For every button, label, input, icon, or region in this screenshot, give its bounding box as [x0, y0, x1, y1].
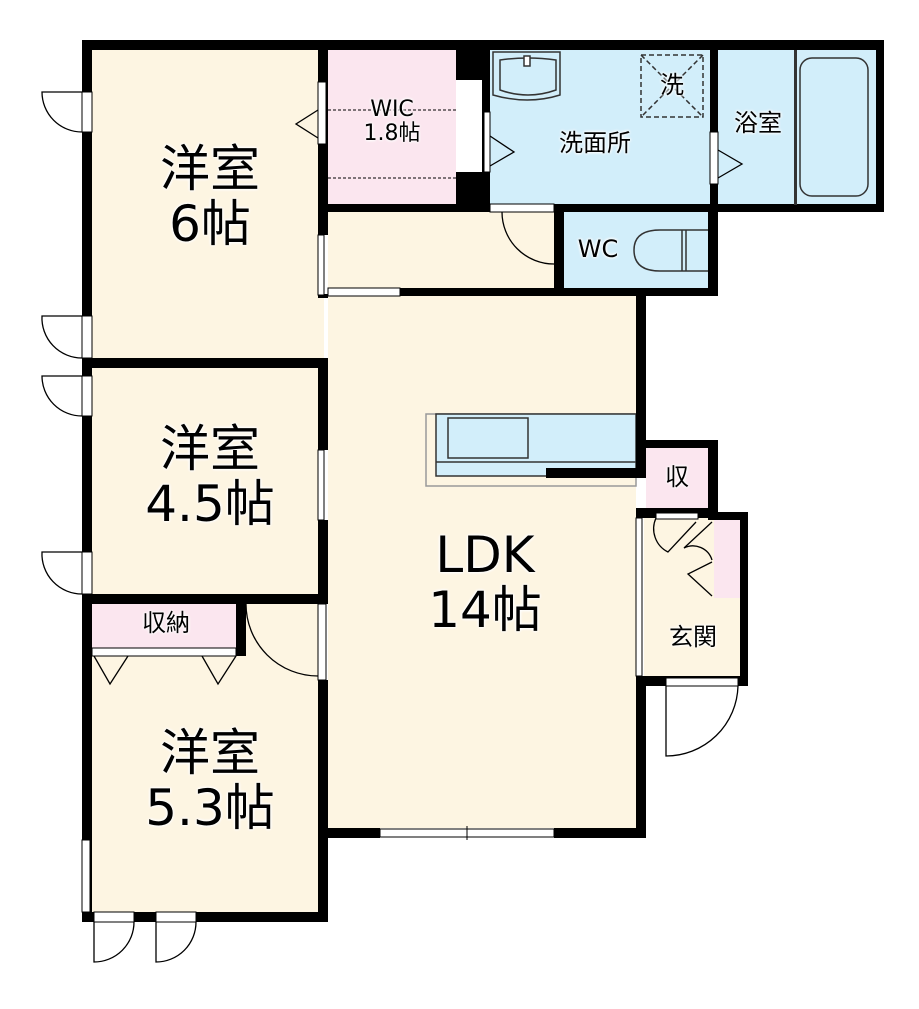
- room-6-window-2: [81, 315, 93, 359]
- room-5-3-window: [81, 839, 91, 913]
- door-arrow-icon: [717, 149, 744, 179]
- door-swing-icon: [501, 211, 555, 265]
- room-name: LDK: [435, 526, 535, 584]
- floor-storage-closet: [92, 604, 236, 648]
- room-label-wic: WIC 1.8帖: [346, 97, 438, 147]
- room-name: 玄関: [669, 623, 717, 651]
- window-swing-icon: [93, 921, 135, 963]
- wic-door-opening: [317, 81, 327, 145]
- room-4-5-window-1: [81, 375, 93, 417]
- front-door-opening: [665, 677, 739, 687]
- room-label-western-room-4-5: 洋室 4.5帖: [120, 422, 300, 532]
- small-storage-door: [655, 512, 699, 520]
- room-size: 5.3帖: [145, 779, 275, 837]
- room-6-sliding-door: [317, 234, 325, 296]
- floor-western-room-4-5: [92, 368, 318, 594]
- room-size: 14帖: [428, 581, 542, 639]
- room-name: 洋室: [160, 724, 260, 782]
- room-name: 洗面所: [559, 129, 631, 157]
- room-size: 6帖: [169, 195, 251, 253]
- room-label-small-storage: 収: [652, 463, 702, 491]
- wc-hall-door: [489, 203, 555, 213]
- toilet-icon: [633, 229, 708, 272]
- washer-space-icon: [640, 54, 704, 118]
- window-swing-icon: [41, 315, 83, 359]
- washroom-door-opening: [483, 111, 491, 173]
- room-5-3-door-opening: [317, 603, 327, 681]
- door-arrow-icon: [489, 135, 516, 167]
- door-swing-icon: [245, 603, 319, 677]
- window-swing-icon: [41, 375, 83, 417]
- walls: [82, 40, 884, 922]
- room-name: WIC: [370, 97, 414, 122]
- bath-door-opening: [709, 131, 719, 185]
- floor-wic: [328, 50, 456, 205]
- room-5-3-window-3: [93, 911, 135, 923]
- closet-door-icon: [201, 655, 237, 686]
- floor-shoe-storage: [714, 520, 740, 598]
- room-floors: [92, 48, 878, 914]
- faucet-icon: [523, 55, 531, 67]
- room-name: 洋室: [160, 420, 260, 478]
- room-label-western-room-6: 洋室 6帖: [130, 142, 290, 252]
- entrance-sliding-door: [635, 517, 643, 677]
- room-label-ldk: LDK 14帖: [400, 528, 570, 638]
- window-swing-icon: [41, 551, 83, 595]
- storage-door-icon: [653, 517, 697, 553]
- floor-ldk: [328, 296, 636, 828]
- kitchen-counter-icon: [435, 413, 637, 477]
- window-swing-icon: [155, 921, 197, 963]
- closet-door-icon: [93, 655, 129, 686]
- windows: [81, 81, 739, 923]
- kitchen-sink-icon: [447, 417, 529, 459]
- shoe-storage-door-icon: [686, 561, 713, 597]
- hall-sliding-door: [327, 287, 401, 297]
- window-swing-icon: [41, 91, 83, 133]
- room-label-washroom: 洗面所: [540, 129, 650, 157]
- room-label-storage-closet: 収納: [120, 609, 212, 637]
- door-arrow-icon: [294, 109, 319, 139]
- room-6-window-1: [81, 91, 93, 133]
- room-size: 1.8帖: [363, 121, 421, 147]
- room-label-western-room-5-3: 洋室 5.3帖: [120, 726, 300, 836]
- room-4-5-sliding-door: [317, 449, 325, 521]
- room-label-wc: WC: [566, 235, 630, 263]
- room-name: 洗: [660, 71, 684, 99]
- floor-bathroom: [718, 50, 878, 205]
- door-swings: [41, 91, 744, 963]
- room-label-bathroom: 浴室: [720, 109, 796, 137]
- sink-icon: [492, 51, 561, 101]
- room-name: WC: [577, 235, 619, 263]
- basin-icon: [499, 57, 557, 96]
- floor-western-room-6: [92, 48, 324, 360]
- closet-door-track: [91, 647, 237, 657]
- fixtures: [425, 51, 869, 487]
- room-name: 浴室: [734, 109, 782, 137]
- room-4-5-window-2: [81, 551, 93, 595]
- room-name: 洋室: [160, 140, 260, 198]
- front-door-swing-icon: [665, 685, 739, 757]
- room-label-entrance: 玄関: [650, 623, 736, 651]
- room-5-3-window-4: [155, 911, 197, 923]
- bathtub-icon: [799, 57, 869, 197]
- room-name: 収納: [142, 609, 190, 637]
- shoe-storage-door-icon: [683, 521, 713, 561]
- floor-hallway: [328, 212, 554, 294]
- floor-small-storage: [646, 448, 708, 508]
- room-size: 4.5帖: [145, 475, 275, 533]
- room-label-washer: 洗: [652, 71, 692, 99]
- room-name: 収: [665, 463, 689, 491]
